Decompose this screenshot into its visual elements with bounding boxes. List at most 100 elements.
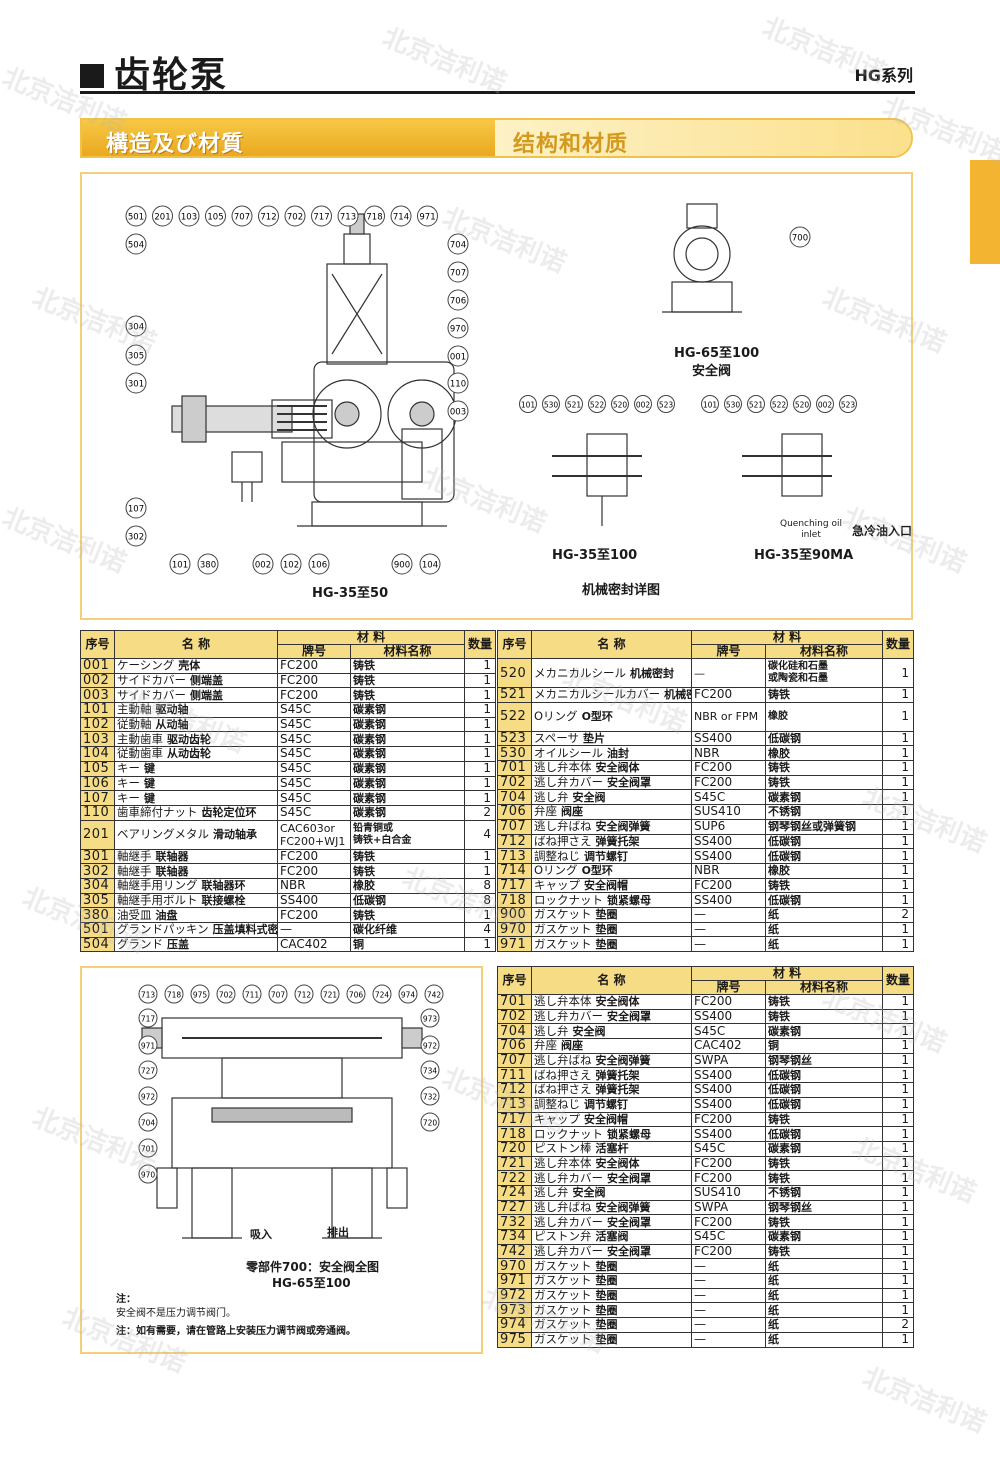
part-name-jp: 調整ねじ xyxy=(534,848,580,863)
part-name-jp: 逃し弁カバー xyxy=(534,775,603,790)
callout-label: 106 xyxy=(311,561,327,571)
quantity: 1 xyxy=(882,818,914,835)
part-number: 504 xyxy=(80,936,115,953)
part-name-cn: 键 xyxy=(144,791,155,805)
material-name: 纸 xyxy=(765,1302,883,1319)
part-name: ばね押さえ弹簧托架 xyxy=(531,1082,692,1098)
material-grade: S45C xyxy=(277,804,351,821)
material-grade: S45C xyxy=(277,731,351,748)
callout-label: 701 xyxy=(141,1145,156,1154)
part-number: 971 xyxy=(497,936,532,952)
part-name-jp: 逃し弁本体 xyxy=(534,994,592,1009)
seal-detail-drawings xyxy=(552,433,832,526)
quantity: 1 xyxy=(882,833,914,850)
part-name: ガスケット垫圈 xyxy=(531,1302,692,1319)
callout-label: 724 xyxy=(375,991,390,1000)
material-name: 铸铁 xyxy=(765,1214,883,1230)
part-number: 521 xyxy=(497,687,532,703)
callout-label: 712 xyxy=(260,213,276,223)
material-grade: SS400 xyxy=(277,892,351,909)
callout-label: 713 xyxy=(141,991,156,1000)
part-name-cn: 弹簧托架 xyxy=(595,1083,640,1097)
th-name: 名 称 xyxy=(114,630,278,659)
callout-label: 718 xyxy=(366,213,382,223)
material-grade: — xyxy=(691,1302,766,1319)
callout-label: 102 xyxy=(283,561,299,571)
callout-circle xyxy=(420,1035,440,1055)
th-qty: 数量 xyxy=(882,630,914,659)
discharge-label: 排出 xyxy=(327,1226,349,1239)
quantity: 1 xyxy=(882,921,914,938)
callout-label: 380 xyxy=(200,561,216,571)
material-grade: FC200 xyxy=(277,863,351,879)
material-name: 低碳钢 xyxy=(765,730,883,747)
part-name: 弁座阀座 xyxy=(531,804,692,820)
material-name: 纸 xyxy=(765,1258,883,1275)
pump-outline xyxy=(171,213,457,527)
part-name-cn: 从动齿轮 xyxy=(167,747,211,761)
part-name-cn: 垫圈 xyxy=(595,922,618,936)
material-grade: NBR xyxy=(691,745,766,762)
part-name: キー键 xyxy=(114,775,278,792)
part-name-cn: 安全阀罩 xyxy=(607,776,651,790)
material-grade: — xyxy=(691,921,766,938)
part-name-cn: 活塞阀 xyxy=(595,1230,629,1244)
quantity: 1 xyxy=(882,658,914,688)
part-name: ベアリングメタル滑动轴承 xyxy=(114,819,278,850)
material-name: 铸铁 xyxy=(765,994,883,1010)
material-grade: SS400 xyxy=(691,833,766,850)
part-number: 717 xyxy=(497,877,532,894)
part-name-jp: 逃し弁本体 xyxy=(534,1156,592,1170)
part-name-jp: 弁座 xyxy=(534,804,557,819)
part-number: 105 xyxy=(80,760,115,777)
material-name: 铸铁 xyxy=(765,1008,883,1025)
part-name-cn: 侧端盖 xyxy=(190,674,223,688)
part-name-jp: Oリング xyxy=(534,709,578,724)
material-grade: NBR xyxy=(691,862,766,879)
part-number: 201 xyxy=(80,819,115,850)
quantity: 1 xyxy=(882,804,914,820)
part-name-jp: 軸継手 xyxy=(117,863,152,878)
part-name-jp: ピストン棒 xyxy=(534,1141,592,1156)
part-name: 軸継手联轴器 xyxy=(114,863,278,879)
quantity: 1 xyxy=(882,1287,914,1304)
part-name: サイドカバー侧端盖 xyxy=(114,687,278,704)
part-name: 逃し弁カバー安全阀罩 xyxy=(531,1243,692,1260)
part-name: ロックナット锁紧螺母 xyxy=(531,1126,692,1142)
material-grade: FC200 xyxy=(691,994,766,1010)
callout-label: 732 xyxy=(423,1093,438,1102)
part-name-jp: 逃し弁 xyxy=(534,1185,569,1200)
part-name-jp: ばね押さえ xyxy=(534,1082,592,1097)
callout-label: 717 xyxy=(141,1015,156,1024)
part-name-jp: ロックナット xyxy=(534,1126,603,1141)
material-grade: — xyxy=(691,1258,766,1275)
callout-label: 711 xyxy=(245,991,260,1000)
th-grade: 牌号 xyxy=(277,644,351,659)
th-no: 序号 xyxy=(80,630,115,659)
part-name: ガスケット垫圈 xyxy=(531,1331,692,1348)
part-name-cn: 阀座 xyxy=(561,1039,583,1053)
callout-circle xyxy=(178,205,200,227)
part-name-cn: 安全阀罩 xyxy=(607,1215,651,1229)
callout-circle xyxy=(280,553,302,575)
callout-label: 301 xyxy=(128,380,144,390)
callout-label: 523 xyxy=(841,401,856,410)
material-grade: SS400 xyxy=(691,1096,766,1113)
part-number: 724 xyxy=(497,1184,532,1201)
part-name-cn: 安全阀弹簧 xyxy=(595,1054,651,1068)
callout-circle xyxy=(125,497,147,519)
part-name: メカニカルシールカバー机械密封盖 xyxy=(531,687,692,703)
part-name-jp: サイドカバー xyxy=(117,673,186,688)
part-name-cn: 垫圈 xyxy=(595,937,618,951)
